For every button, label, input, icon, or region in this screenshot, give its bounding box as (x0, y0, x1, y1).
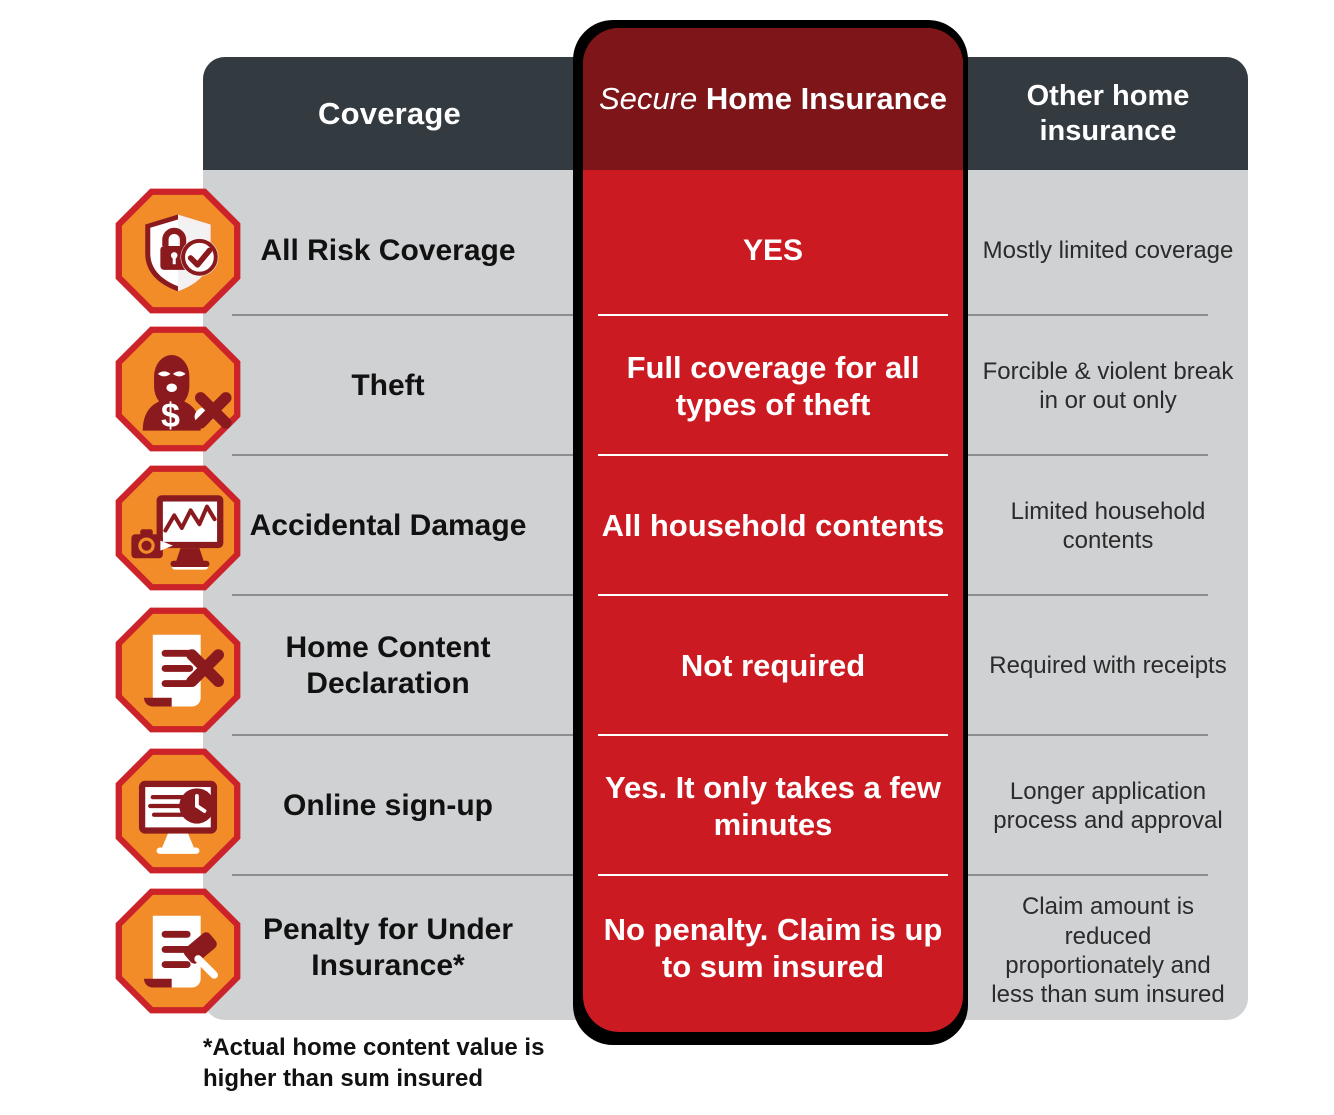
burglar-theft-icon: $ (115, 326, 241, 452)
other-divider-4 (968, 874, 1208, 876)
coverage-cell-2: Accidental Damage (203, 458, 573, 594)
document-cross-icon (115, 607, 241, 733)
coverage-label-2: Accidental Damage (249, 509, 527, 542)
other-label-4: Longer application process and approval (993, 777, 1223, 834)
coverage-label-5: Penalty for Under Insurance* (262, 913, 514, 982)
coverage-cell-1: Theft (203, 318, 573, 454)
other-cell-1: Forcible & violent break in or out only (968, 318, 1248, 454)
secure-cell-1: Full coverage for all types of theft (583, 318, 963, 454)
footnote-text: *Actual home content value is higher tha… (203, 1034, 545, 1092)
secure-card-title: Secure Home Insurance (599, 80, 947, 118)
other-cell-2: Limited household contents (968, 458, 1248, 594)
coverage-divider-3 (232, 734, 573, 736)
secure-label-1: Full coverage for all types of theft (626, 349, 920, 422)
header-other-insurance: Other home insurance (968, 57, 1248, 170)
shield-lock-check-icon (115, 188, 241, 314)
document-gavel-icon (115, 888, 241, 1014)
other-cell-3: Required with receipts (968, 598, 1248, 734)
other-label-0: Mostly limited coverage (982, 237, 1234, 265)
secure-card: Secure Home Insurance YES Full coverage … (583, 28, 963, 1032)
svg-text:$: $ (161, 397, 180, 435)
coverage-label-4: Online sign-up (283, 789, 493, 822)
coverage-label-1: Theft (351, 369, 425, 402)
secure-label-4: Yes. It only takes a few minutes (605, 769, 941, 842)
coverage-label-3: Home Content Declaration (285, 631, 491, 700)
secure-cell-2: All household contents (583, 458, 963, 594)
secure-divider-3 (598, 734, 948, 736)
brand-name-bold: Home Insurance (705, 81, 948, 117)
secure-cell-5: No penalty. Claim is up to sum insured (583, 878, 963, 1018)
secure-cell-3: Not required (583, 598, 963, 734)
secure-label-5: No penalty. Claim is up to sum insured (603, 911, 943, 984)
coverage-divider-4 (232, 874, 573, 876)
secure-cell-0: YES (583, 183, 963, 319)
secure-label-0: YES (742, 234, 804, 267)
other-divider-3 (968, 734, 1208, 736)
coverage-divider-0 (232, 314, 573, 316)
secure-card-header: Secure Home Insurance (583, 28, 963, 170)
brand-name-italic: Secure (598, 81, 698, 117)
other-label-1: Forcible & violent break in or out only (982, 357, 1234, 414)
coverage-label-0: All Risk Coverage (260, 234, 516, 267)
other-label-3: Required with receipts (989, 652, 1227, 680)
coverage-cell-3: Home Content Declaration (203, 598, 573, 734)
secure-card-body: YES Full coverage for all types of theft… (583, 170, 963, 1032)
other-label-5: Claim amount is reduced proportionately … (991, 893, 1225, 1009)
header-other-insurance-label: Other home insurance (1026, 80, 1190, 147)
monitor-clock-fast-icon (115, 748, 241, 874)
header-coverage: Coverage (203, 57, 576, 170)
secure-divider-0 (598, 314, 948, 316)
secure-label-2: All household contents (601, 508, 945, 544)
other-cell-4: Longer application process and approval (968, 738, 1248, 874)
coverage-divider-1 (232, 454, 573, 456)
coverage-cell-5: Penalty for Under Insurance* (203, 878, 573, 1018)
other-divider-1 (968, 454, 1208, 456)
broken-monitor-camera-icon (115, 465, 241, 591)
other-label-2: Limited household contents (1010, 497, 1206, 554)
header-coverage-label: Coverage (318, 95, 461, 131)
other-cell-0: Mostly limited coverage (968, 183, 1248, 319)
secure-divider-1 (598, 454, 948, 456)
secure-cell-4: Yes. It only takes a few minutes (583, 738, 963, 874)
coverage-cell-4: Online sign-up (203, 738, 573, 874)
other-cell-5: Claim amount is reduced proportionately … (968, 878, 1248, 1024)
other-divider-2 (968, 594, 1208, 596)
other-divider-0 (968, 314, 1208, 316)
coverage-cell-0: All Risk Coverage (203, 183, 573, 319)
secure-divider-4 (598, 874, 948, 876)
secure-label-3: Not required (680, 648, 866, 684)
secure-divider-2 (598, 594, 948, 596)
coverage-divider-2 (232, 594, 573, 596)
